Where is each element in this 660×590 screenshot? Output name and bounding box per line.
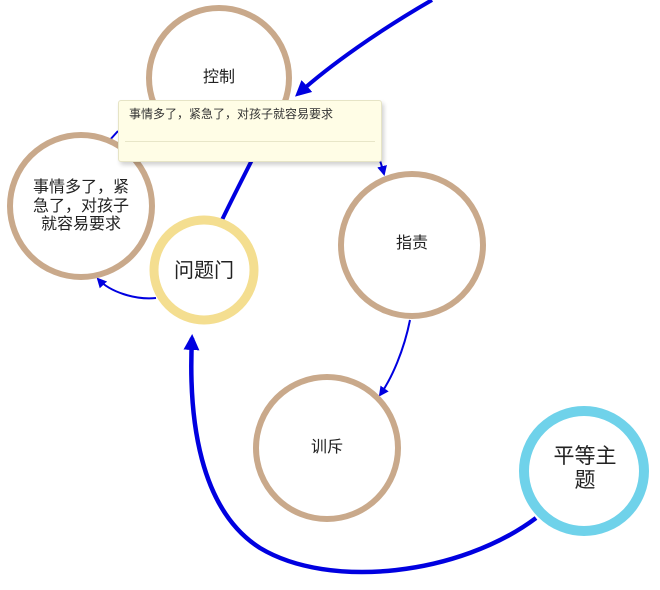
connector-blame-to-scold[interactable] — [378, 319, 411, 397]
tooltip-divider — [125, 141, 375, 142]
node-busy[interactable] — [7, 132, 155, 280]
node-equality-theme[interactable] — [519, 406, 649, 536]
tooltip-text: 事情多了，紧急了，对孩子就容易要求 — [129, 107, 334, 121]
node-scold[interactable] — [253, 374, 401, 522]
node-tooltip: 事情多了，紧急了，对孩子就容易要求 — [118, 100, 382, 162]
node-blame-label: 指责 — [395, 232, 428, 252]
node-problem-door-label: 问题门 — [174, 257, 234, 282]
node-problem-door[interactable] — [149, 215, 259, 325]
node-blame[interactable] — [338, 171, 486, 319]
node-control-label: 控制 — [202, 66, 235, 86]
connector-top-to-control[interactable] — [295, 0, 433, 97]
node-equality-theme-label: 平等主题 — [553, 443, 617, 492]
node-busy-label: 事情多了，紧急了，对孩子就容易要求 — [32, 177, 129, 234]
connector-equality-to-problem[interactable] — [183, 334, 538, 575]
connector-problem-to-busy[interactable] — [96, 277, 157, 300]
node-scold-label: 训斥 — [310, 436, 343, 456]
